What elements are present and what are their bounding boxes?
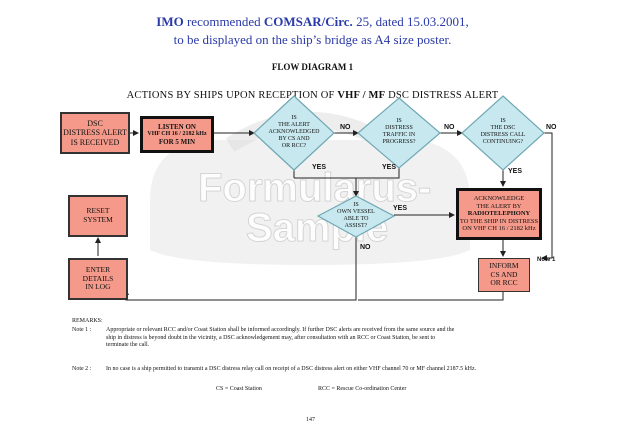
diamond-continuing	[461, 95, 545, 171]
diamond-ack-by-cs	[253, 95, 335, 171]
header-line-1: IMO recommended COMSAR/Circ. 25, dated 1…	[156, 14, 469, 29]
remarks-note2: Note 2 :In no case is a ship permitted t…	[72, 366, 477, 372]
arrow-continuing-no	[541, 132, 553, 261]
label-yes-3: YES	[508, 168, 523, 175]
label-yes-1: YES	[312, 164, 327, 171]
diamond-traffic	[357, 97, 441, 169]
arrow-assist-no	[123, 237, 357, 301]
watermark-text-1: Formularus-	[197, 166, 432, 211]
flow-diagram-title: FLOW DIAGRAM 1	[271, 62, 354, 72]
remarks-heading: REMARKS:	[72, 318, 103, 324]
label-no-1: NO	[340, 124, 351, 131]
legend-rcc: RCC = Rescue Co-ordination Center	[318, 386, 407, 392]
label-yes-4: YES	[393, 205, 408, 212]
remarks-note1: Note 1 :Appropriate or relevant RCC and/…	[72, 327, 455, 348]
legend-cs: CS = Coast Station	[216, 386, 262, 392]
diamond-able-to-assist	[316, 195, 396, 238]
label-no-4: NO	[360, 244, 371, 251]
label-note1: Note 1	[537, 257, 556, 263]
label-no-3: NO	[546, 124, 557, 131]
diagram-subtitle: ACTIONS BY SHIPS UPON RECEPTION OF VHF /…	[126, 90, 499, 101]
page-number: 147	[306, 417, 315, 423]
label-no-2: NO	[444, 124, 455, 131]
label-yes-2: YES	[382, 164, 397, 171]
header-line-2: to be displayed on the ship’s bridge as …	[173, 32, 452, 47]
